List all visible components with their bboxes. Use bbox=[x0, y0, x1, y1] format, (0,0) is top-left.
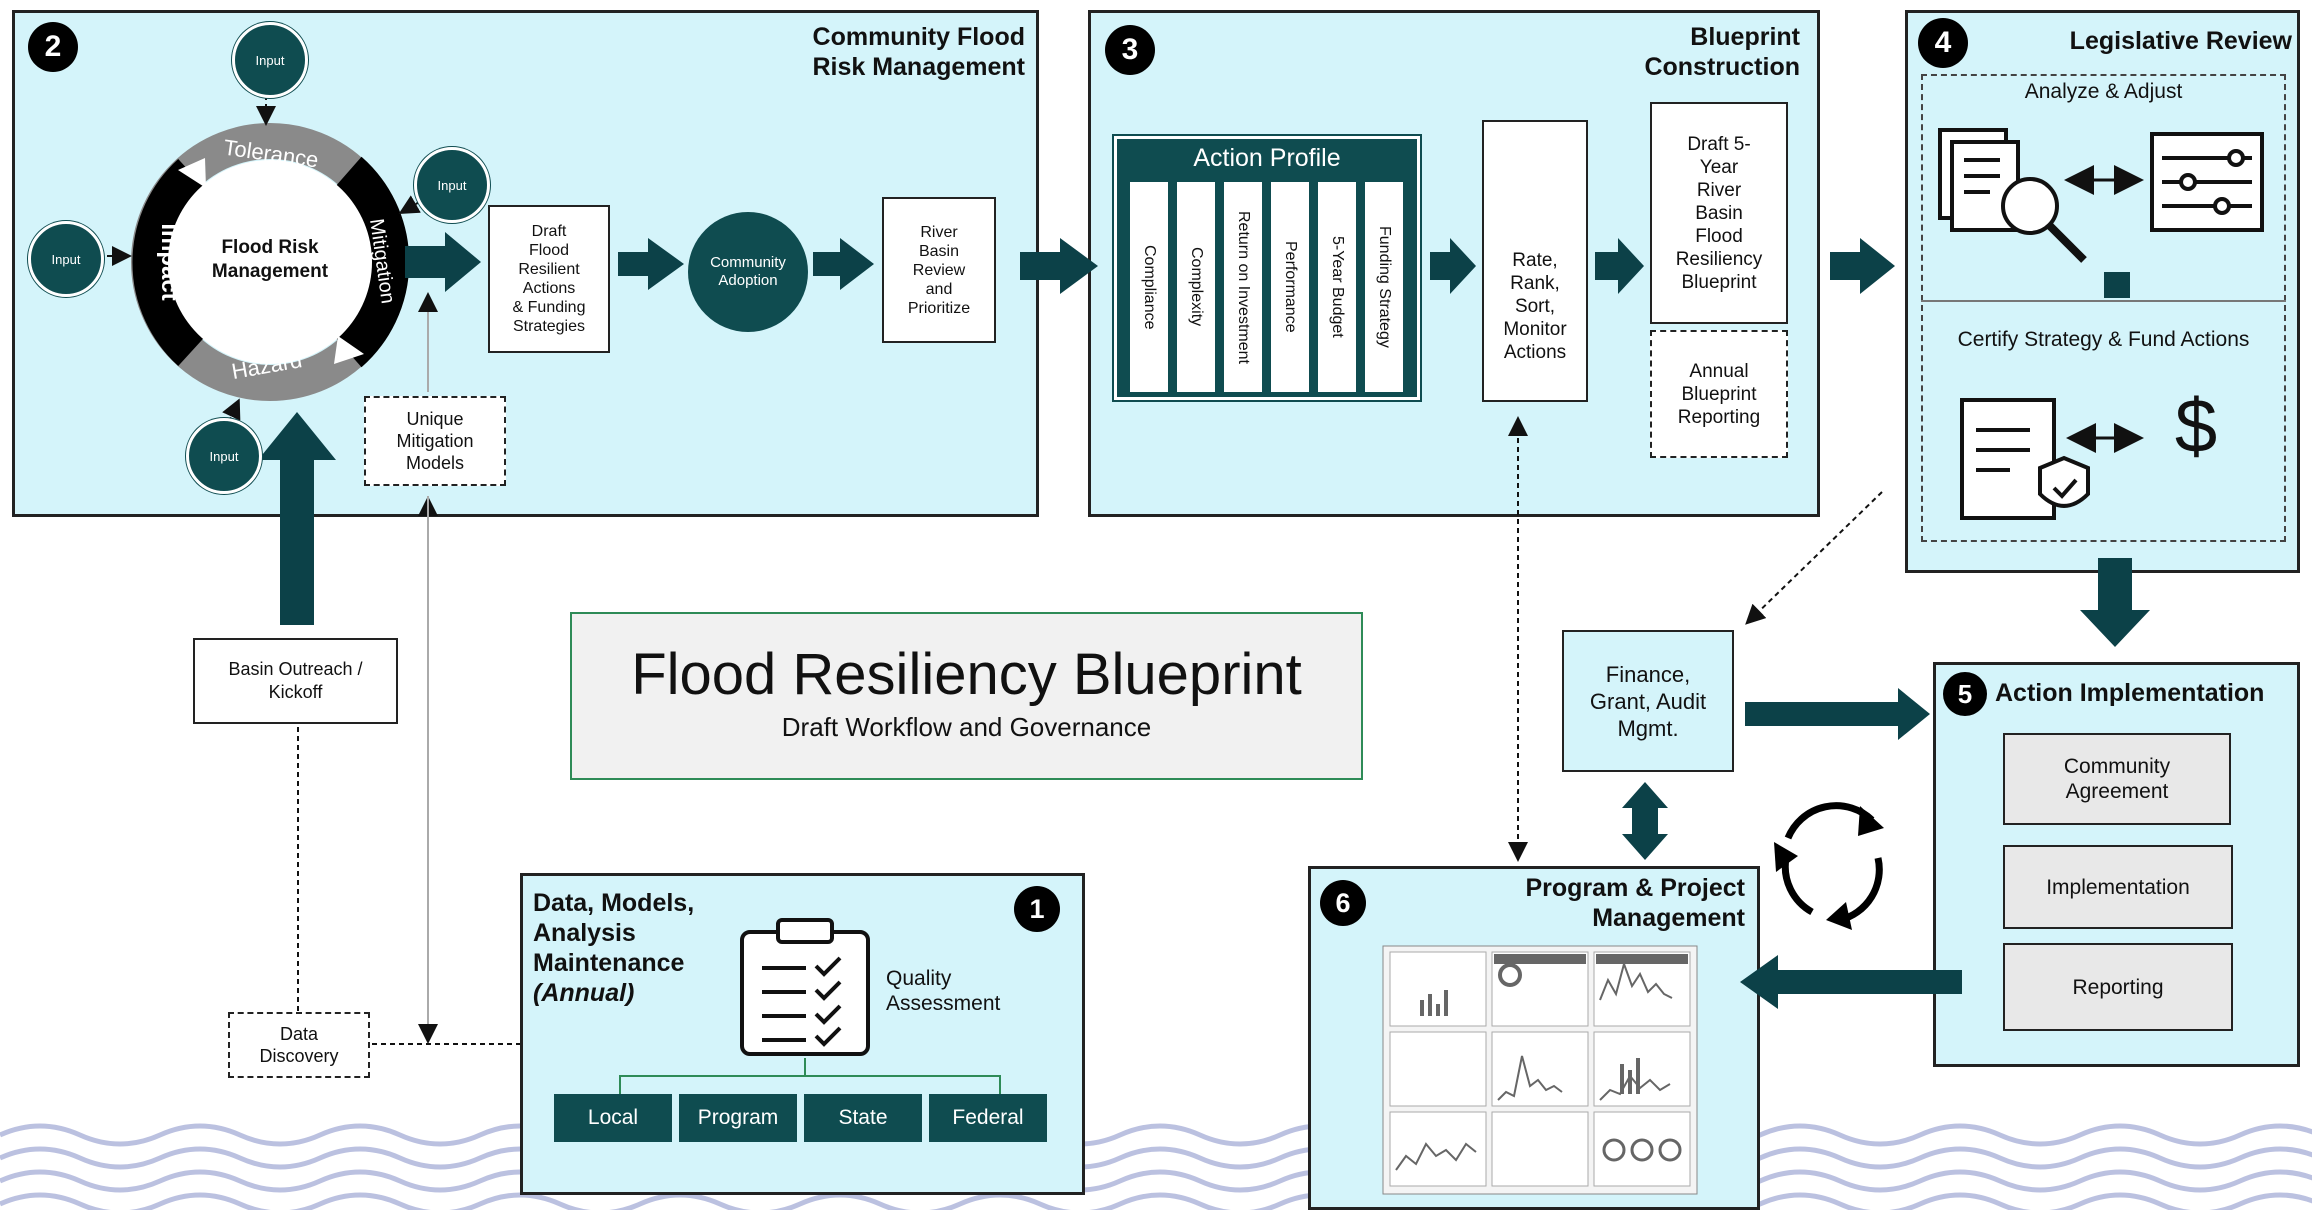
input-node-left: Input bbox=[28, 221, 104, 297]
community-agreement-box: Community Agreement bbox=[2003, 733, 2231, 825]
action-profile-column: Funding Strategy bbox=[1365, 182, 1403, 392]
step-badge-2: 2 bbox=[28, 22, 78, 72]
certificate-icon bbox=[1960, 398, 2090, 520]
level-local: Local bbox=[554, 1094, 672, 1142]
panel-4-title: Legislative Review bbox=[2069, 27, 2292, 55]
action-profile-column: Complexity bbox=[1177, 182, 1215, 392]
certify-strategy-label: Certify Strategy & Fund Actions bbox=[1957, 328, 2250, 351]
input-node-top: Input bbox=[232, 22, 308, 98]
panel-5-title: Action Implementation bbox=[1995, 679, 2265, 707]
document-magnifier-icon bbox=[1938, 128, 2087, 263]
basin-outreach-box: Basin Outreach /Kickoff bbox=[193, 638, 398, 724]
level-state: State bbox=[804, 1094, 922, 1142]
input-node-right: Input bbox=[414, 147, 490, 223]
action-profile-title: Action Profile bbox=[1193, 144, 1341, 172]
center-title-box bbox=[570, 612, 1363, 780]
dashboard-thumbnail bbox=[1382, 945, 1698, 1195]
step-badge-5: 5 bbox=[1943, 672, 1987, 716]
action-profile-column: Return on Investment bbox=[1224, 182, 1262, 392]
cycle-ring bbox=[131, 123, 410, 401]
action-profile-column: 5-Year Budget bbox=[1318, 182, 1356, 392]
flow-arrows bbox=[258, 232, 2150, 1009]
wave-decoration bbox=[0, 1123, 2312, 1210]
legislative-divider bbox=[1921, 300, 2286, 302]
clipboard-icon bbox=[740, 918, 870, 1056]
cycle-label-impact: Impact bbox=[156, 223, 183, 300]
level-program: Program bbox=[679, 1094, 797, 1142]
level-federal: Federal bbox=[929, 1094, 1047, 1142]
step-badge-4: 4 bbox=[1918, 18, 1968, 68]
step-badge-6: 6 bbox=[1320, 880, 1366, 926]
implementation-box: Implementation bbox=[2003, 845, 2233, 929]
sliders-icon bbox=[2150, 132, 2264, 232]
step-badge-3: 3 bbox=[1105, 25, 1155, 75]
diagram-title: Flood Resiliency Blueprint bbox=[631, 642, 1302, 707]
action-profile-column: Performance bbox=[1271, 182, 1309, 392]
legislative-inner bbox=[1921, 74, 2286, 542]
dollar-icon: $ bbox=[2174, 384, 2218, 469]
step-badge-1: 1 bbox=[1014, 886, 1060, 932]
action-profile-column: Compliance bbox=[1130, 182, 1168, 392]
diagram-subtitle: Draft Workflow and Governance bbox=[781, 712, 1152, 742]
input-node-bottom: Input bbox=[186, 418, 262, 494]
reporting-box: Reporting bbox=[2003, 943, 2233, 1031]
analyze-adjust-label: Analyze & Adjust bbox=[2024, 80, 2183, 103]
